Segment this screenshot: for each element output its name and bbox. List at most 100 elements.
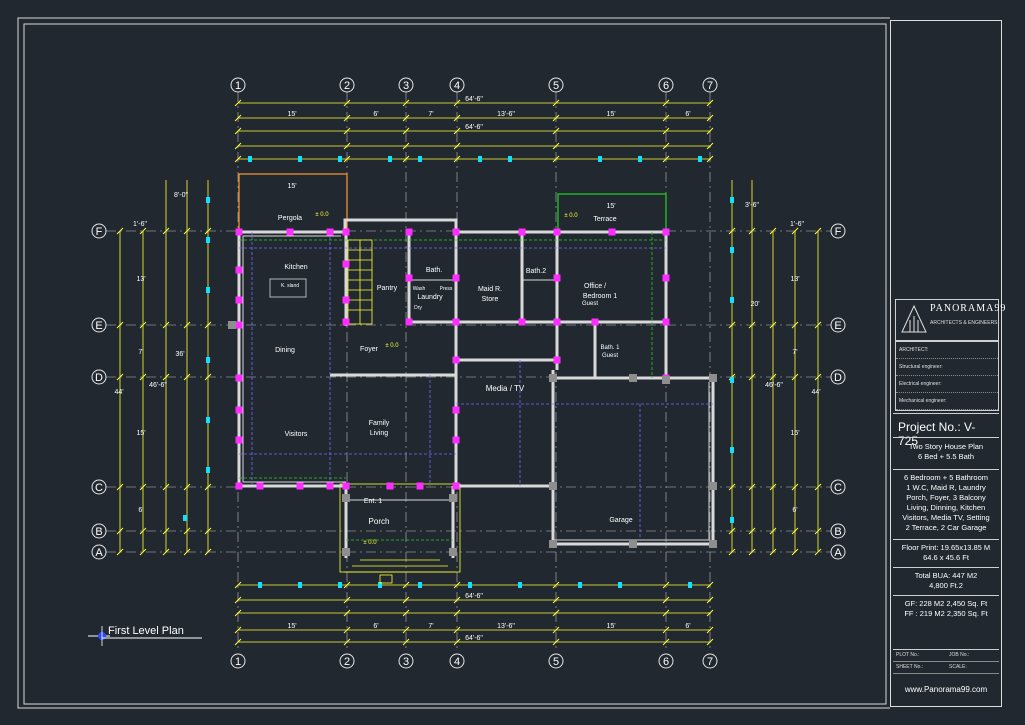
grid-bubble-label: A	[834, 547, 842, 559]
dim-tick	[453, 638, 461, 646]
dim-marker	[418, 156, 422, 162]
plot-no-field: PLOT No.:	[893, 650, 946, 662]
dim-tick	[343, 581, 351, 589]
dim-tick	[791, 227, 799, 235]
room-label-island: K. sland	[281, 283, 299, 289]
dim-tick	[706, 581, 714, 589]
room-label-office: Office /	[584, 283, 606, 290]
dim-tick	[791, 527, 799, 535]
grid-bubble: 4	[449, 77, 465, 93]
firm-tagline: ARCHITECTS & ENGINEERS	[930, 320, 998, 326]
desc-line: Visitors, Media TV, Setting	[902, 513, 990, 522]
dim-tick	[814, 321, 822, 329]
website-link[interactable]: www.Panorama99.com	[904, 685, 988, 694]
column-grey	[662, 376, 670, 384]
dim-tick	[728, 527, 736, 535]
column-grey	[549, 482, 557, 490]
dimension-label: 15'	[606, 111, 615, 118]
dim-tick	[814, 483, 822, 491]
dimension-label: 15'	[287, 111, 296, 118]
dim-marker	[206, 197, 210, 203]
dim-marker	[598, 156, 602, 162]
column	[452, 406, 460, 414]
column	[452, 356, 460, 364]
dim-tick	[116, 227, 124, 235]
grid-bubble-label: 5	[553, 656, 559, 668]
room-label-wash: Wash	[413, 286, 426, 292]
room-label-store: Store	[482, 296, 499, 303]
room-label-terrace: Terrace	[593, 216, 616, 223]
total-bua-row: Total BUA: 447 M2 4,800 Ft.2	[893, 567, 999, 597]
dim-tick	[662, 596, 670, 604]
grid-bubble-label: F	[96, 226, 103, 238]
dim-tick	[162, 373, 170, 381]
dim-tick	[748, 373, 756, 381]
dim-tick	[706, 609, 714, 617]
dim-marker	[298, 156, 302, 162]
dim-tick	[769, 527, 777, 535]
desc-line: 2 Terrace, 2 Car Garage	[905, 523, 987, 532]
column	[553, 274, 561, 282]
column	[235, 296, 243, 304]
firm-logo: PANORAMA99 ARCHITECTS & ENGINEERS	[895, 299, 1005, 341]
dim-tick	[552, 127, 560, 135]
grid-bubble-label: B	[95, 526, 102, 538]
desc-line: 1 W.C, Maid R, Laundry	[906, 483, 986, 492]
column	[342, 228, 350, 236]
dim-marker	[418, 582, 422, 588]
room-label-living: Living	[370, 430, 388, 437]
room-label-press: Press	[440, 286, 453, 292]
level-tags: ± 0.0± 0.0± 0.0± 0.0	[315, 212, 578, 546]
column	[235, 374, 243, 382]
column	[452, 274, 460, 282]
column	[342, 482, 350, 490]
dimension-label: 15'	[136, 430, 145, 437]
column	[286, 228, 294, 236]
dim-tick	[343, 626, 351, 634]
grid-bubble-label: 7	[707, 656, 713, 668]
dim-tick	[343, 609, 351, 617]
dim-tick	[343, 142, 351, 150]
ground-floor-area: GF: 228 M2 2,450 Sq. Ft	[904, 599, 988, 608]
grid-bubble-label: E	[834, 320, 841, 332]
dim-tick	[453, 127, 461, 135]
column	[342, 260, 350, 268]
grid-bubble: 3	[398, 653, 414, 669]
dim-tick	[453, 142, 461, 150]
room-label-foyer: Foyer	[360, 346, 379, 353]
dim-tick	[706, 114, 714, 122]
dim-marker	[206, 357, 210, 363]
scale-field: SCALE:	[946, 662, 999, 674]
grid-bubble: D	[91, 369, 107, 385]
room-label-visitors: Visitors	[285, 431, 308, 438]
dim-tick	[116, 548, 124, 556]
grid-bubble-label: F	[835, 226, 842, 238]
firm-name: PANORAMA99	[930, 303, 1007, 314]
dim-tick	[204, 321, 212, 329]
column-grey	[709, 482, 717, 490]
dim-tick	[706, 142, 714, 150]
level-tag-foyer: ± 0.0	[385, 343, 399, 349]
dim-tick	[116, 373, 124, 381]
dim-tick	[728, 321, 736, 329]
grid-bubble-label: A	[95, 547, 103, 559]
dim-marker	[730, 377, 734, 383]
dim-tick	[343, 127, 351, 135]
firm-logo-icon	[901, 304, 927, 333]
grid-bubble: 6	[658, 653, 674, 669]
dimension-label: 20'	[750, 301, 759, 308]
column-grey	[342, 494, 350, 502]
dim-tick	[748, 548, 756, 556]
plan-title-2: 6 Bed + 5.5 Bath	[917, 452, 975, 461]
dim-tick	[162, 227, 170, 235]
dim-tick	[343, 114, 351, 122]
grid-bubble: 5	[548, 653, 564, 669]
dim-tick	[453, 99, 461, 107]
grid-bubble-label: C	[95, 482, 103, 494]
dim-tick	[234, 155, 242, 163]
dim-tick	[402, 114, 410, 122]
dim-tick	[204, 227, 212, 235]
column	[326, 228, 334, 236]
dim-marker	[730, 447, 734, 453]
dim-tick	[814, 548, 822, 556]
